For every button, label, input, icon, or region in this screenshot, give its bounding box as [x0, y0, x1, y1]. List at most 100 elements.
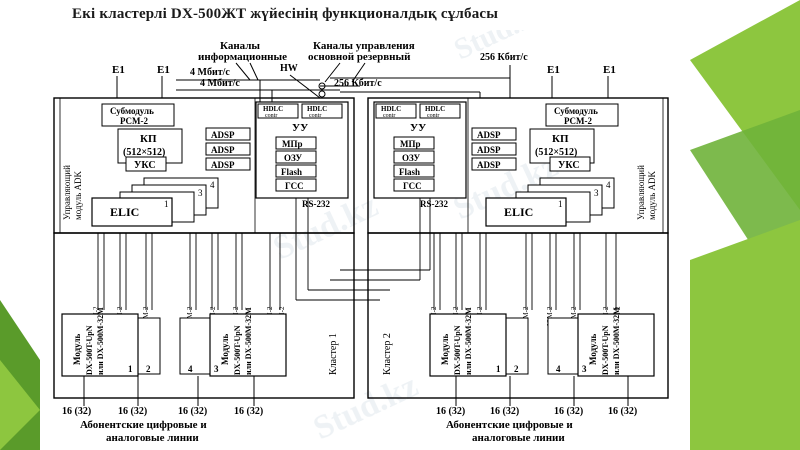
- green-triangle-right-bottom: [690, 220, 800, 450]
- cluster1-hdlc-2-l2: contr: [309, 113, 321, 119]
- cluster1-uu-label: УУ: [292, 122, 308, 134]
- diagram-background: [40, 30, 690, 450]
- cluster1-ozu-label: ОЗУ: [284, 153, 303, 163]
- bottom-label-left-2: аналоговые линии: [106, 432, 199, 444]
- cluster2-ozu: [393, 150, 435, 164]
- svg-text:IOM-2: IOM-2: [546, 306, 554, 326]
- svg-text:3: 3: [582, 364, 587, 374]
- cluster1-hdlc-2-l1: HDLC: [307, 105, 327, 113]
- label-e1-3: E1: [547, 64, 560, 76]
- cluster1-submodule-l1: Субмодуль: [110, 106, 154, 116]
- cluster2-elic-label: ELIC: [504, 205, 533, 219]
- svg-text:3: 3: [214, 364, 219, 374]
- cluster2-adsp-1: [471, 127, 517, 141]
- cluster2-adsp-2: [471, 142, 517, 156]
- cluster1-kp-l1: КП: [140, 133, 157, 145]
- cluster2-adsp-3: [471, 157, 517, 171]
- svg-text:4: 4: [188, 364, 193, 374]
- cluster1-elic-label: ELIC: [110, 205, 139, 219]
- bottom-count-3: 16 (32): [178, 406, 207, 417]
- cluster1-frame: [53, 232, 355, 399]
- label-info-channels-1: Каналы: [220, 40, 260, 52]
- cluster1-label: Кластер 1: [328, 333, 339, 375]
- cluster1-elic-1: [91, 197, 173, 227]
- label-rate-256-top: 256 Кбит/с: [480, 52, 528, 63]
- cluster1-elic-n4: 4: [210, 180, 215, 190]
- svg-text:1: 1: [128, 364, 133, 374]
- cluster2-hdlc-2: [419, 103, 461, 119]
- cluster2-submodule-l1: Субмодуль: [554, 106, 598, 116]
- cluster2-submodule-l2: PCM-2: [564, 116, 592, 126]
- svg-text:Модуль: Модуль: [440, 334, 450, 365]
- cluster2-hdlc-2-l2: contr: [427, 113, 439, 119]
- label-hw: HW: [280, 63, 298, 74]
- svg-text:DX-500T-UpN: DX-500T-UpN: [85, 325, 94, 375]
- bottom-count-2: 16 (32): [118, 406, 147, 417]
- cluster1-module-left: Модуль DX-500T-UpN или DX-500M-32M 1 2: [61, 307, 161, 377]
- cluster2-rs232: RS-232: [420, 199, 449, 209]
- cluster1-kp-l2: (512×512): [123, 147, 165, 158]
- cluster1-uks-label: УКС: [134, 160, 156, 171]
- cluster1-mpr-label: МПр: [282, 139, 303, 149]
- label-info-channels-2: информационные: [198, 51, 287, 63]
- cluster2-uks-label: УКС: [558, 160, 580, 171]
- bottom-label-left-1: Абонентские цифровые и: [80, 419, 207, 431]
- svg-text:2: 2: [514, 364, 519, 374]
- svg-text:DX-500T-UpN: DX-500T-UpN: [601, 325, 610, 375]
- cluster2-hdlc-1-l1: HDLC: [381, 105, 401, 113]
- svg-text:или DX-500M-32M: или DX-500M-32M: [612, 307, 621, 375]
- cluster2-adsp-3-label: ADSP: [477, 160, 501, 170]
- cluster2-hdlc-1: [375, 103, 417, 119]
- cluster1-flash: [275, 164, 317, 178]
- bottom-count-7: 16 (32): [554, 406, 583, 417]
- svg-text:Модуль: Модуль: [72, 334, 82, 365]
- cluster2-elic-1: [485, 197, 567, 227]
- svg-text:или DX-500M-32M: или DX-500M-32M: [96, 307, 105, 375]
- cluster1-module-right: Модуль DX-500T-UpN или DX-500M-32M 4 3: [179, 307, 287, 377]
- label-e1-2: E1: [157, 64, 170, 76]
- slide-title: Екі кластерлі DX-500ЖТ жүйесінің функцио…: [72, 6, 499, 22]
- cluster2-kp-l2: (512×512): [535, 147, 577, 158]
- cluster2-mpr: [393, 136, 435, 150]
- cluster1-hdlc-1-l1: HDLC: [263, 105, 283, 113]
- label-control-channels-2: основной резервный: [308, 51, 411, 63]
- svg-text:DX-500T-UpN: DX-500T-UpN: [453, 325, 462, 375]
- label-e1-4: E1: [603, 64, 616, 76]
- cluster2-adsp-1-label: ADSP: [477, 130, 501, 140]
- bottom-count-5: 16 (32): [436, 406, 465, 417]
- cluster2-side-label-1: Управляющий: [636, 165, 646, 220]
- svg-text:или DX-500M-32M: или DX-500M-32M: [464, 307, 473, 375]
- cluster2-label: Кластер 2: [382, 333, 393, 375]
- cluster2-hdlc-1-l2: contr: [383, 113, 395, 119]
- cluster2-hdlc-2-l1: HDLC: [425, 105, 445, 113]
- cluster2-elic-n1: 1: [558, 199, 563, 209]
- cluster1-bus-lines: [97, 198, 390, 310]
- bottom-count-4: 16 (32): [234, 406, 263, 417]
- cluster2-ozu-label: ОЗУ: [402, 153, 421, 163]
- functional-diagram: Stud.kz Stud.kz Stud.kz Stud.kz Каналы и…: [40, 30, 690, 450]
- cluster1-gss-label: ГСС: [285, 181, 304, 191]
- label-control-channels-1: Каналы управления: [313, 40, 415, 52]
- cluster1-elic-n1: 1: [164, 199, 169, 209]
- cluster1-adsp-3: [205, 157, 251, 171]
- cluster2-gss-label: ГСС: [403, 181, 422, 191]
- top-connectors: [116, 62, 609, 105]
- cluster2-uks: [549, 156, 591, 172]
- bottom-count-6: 16 (32): [490, 406, 519, 417]
- svg-text:DX-500T-UpN: DX-500T-UpN: [233, 325, 242, 375]
- bottom-label-right-1: Абонентские цифровые и: [446, 419, 573, 431]
- cluster2-flash-label: Flash: [399, 167, 420, 177]
- cluster1-hdlc-1-l2: contr: [265, 113, 277, 119]
- cluster1-adsp-2-label: ADSP: [211, 145, 235, 155]
- cluster1-submodule-l2: PCM-2: [120, 116, 148, 126]
- cluster2-elic-n3: 3: [594, 188, 599, 198]
- cluster1-submodule: [101, 103, 175, 127]
- cluster1-adsp-1: [205, 127, 251, 141]
- cluster1-rs232: RS-232: [302, 199, 331, 209]
- cluster2-bus-lines: [330, 198, 617, 310]
- cluster2-frame: [367, 232, 669, 399]
- cluster1-ozu: [275, 150, 317, 164]
- cluster1-gss: [275, 178, 317, 192]
- label-rate-4m-a: 4 Мбит/с: [190, 67, 230, 78]
